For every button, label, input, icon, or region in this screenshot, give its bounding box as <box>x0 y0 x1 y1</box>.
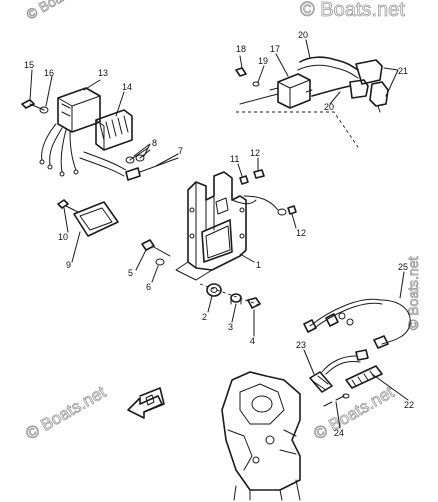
part-ground-lead-12 <box>243 169 297 216</box>
callout-12-top: 12 <box>250 148 260 158</box>
callout-6: 6 <box>146 282 151 292</box>
engine-block-partial <box>221 371 301 501</box>
part-grommet-2 <box>206 283 222 297</box>
part-cover-9 <box>73 201 119 237</box>
watermark-top: © Boats.net <box>300 0 405 21</box>
callout-7: 7 <box>178 146 183 156</box>
part-switch-23 <box>309 349 369 393</box>
part-clip-24 <box>323 393 350 407</box>
watermark-left: © Boats.net <box>23 382 110 443</box>
part-ignition-coil-17 <box>269 73 311 109</box>
callout-23: 23 <box>296 340 306 350</box>
part-screw-18 <box>235 67 247 77</box>
callout-10: 10 <box>58 232 68 242</box>
callout-18: 18 <box>236 44 246 54</box>
callout-20-top: 20 <box>298 30 308 40</box>
callout-13: 13 <box>98 68 108 78</box>
part-nut-4 <box>247 297 261 309</box>
callout-25: 25 <box>398 262 408 272</box>
callout-17: 17 <box>270 44 280 54</box>
guide-line-coil <box>236 111 361 151</box>
part-cdi-unit <box>39 87 101 177</box>
callout-5: 5 <box>128 268 133 278</box>
watermark-top-left: © Boats.net <box>24 0 96 23</box>
part-screw-11 <box>239 175 249 185</box>
callout-11: 11 <box>230 154 239 164</box>
part-plug-cap-21 <box>369 81 389 113</box>
part-grommet-7 <box>125 157 179 181</box>
coil-lead-wire <box>239 95 271 105</box>
part-collar-3 <box>230 293 242 305</box>
leader-lines <box>29 39 409 429</box>
part-leads-8 <box>79 147 151 177</box>
callout-1: 1 <box>256 260 261 270</box>
callout-9: 9 <box>66 260 71 270</box>
part-screw-15 <box>21 99 45 111</box>
part-screw-10 <box>57 199 79 213</box>
part-bracket-1 <box>175 171 257 281</box>
part-bolt-5 <box>141 239 171 257</box>
callout-2: 2 <box>202 312 207 322</box>
callout-21: 21 <box>398 66 408 76</box>
part-washer-16 <box>39 106 49 114</box>
watermark-right-side: © Boats.net <box>405 257 421 330</box>
callout-15: 15 <box>24 60 34 70</box>
callout-19: 19 <box>258 56 268 66</box>
callout-8: 8 <box>152 138 157 148</box>
part-harness-25 <box>303 298 411 349</box>
callout-4: 4 <box>250 336 255 346</box>
part-washer-6 <box>155 258 165 266</box>
callout-20-bottom: 20 <box>324 102 334 112</box>
callout-14: 14 <box>122 82 132 92</box>
callout-22: 22 <box>404 400 414 410</box>
callout-labels: 15 16 13 14 8 7 18 17 19 20 21 20 11 12 … <box>24 30 414 438</box>
forward-arrow-icon <box>127 387 165 419</box>
callout-24: 24 <box>334 428 344 438</box>
watermarks: © Boats.net © Boats.net © Boats.net © Bo… <box>22 0 421 444</box>
callout-16: 16 <box>44 68 54 78</box>
part-ht-lead-20b <box>305 79 369 99</box>
part-rectifier <box>95 109 133 151</box>
part-washer-19 <box>252 81 260 87</box>
callout-12-bottom: 12 <box>296 228 306 238</box>
part-connector-22 <box>345 365 383 389</box>
callout-3: 3 <box>228 322 233 332</box>
guide-line-mount <box>199 283 263 307</box>
